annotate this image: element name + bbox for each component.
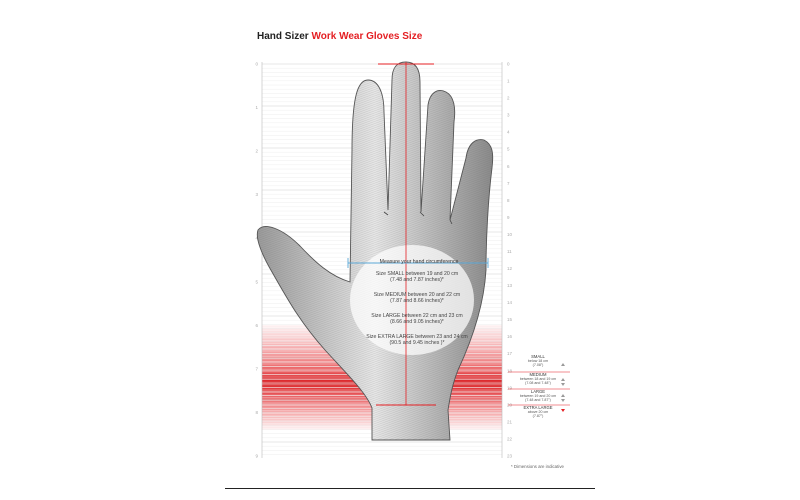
left-tick-label: 6	[255, 323, 258, 328]
right-tick-label: 18	[507, 368, 513, 373]
left-tick-label: 5	[255, 279, 258, 284]
bottom-rule	[225, 488, 595, 489]
instruction-heading: Measure your hand circumference	[379, 259, 459, 265]
right-tick-label: 9	[507, 215, 510, 220]
right-tick-label: 13	[507, 283, 513, 288]
right-tick-label: 5	[507, 147, 510, 152]
right-tick-label: 0	[507, 62, 510, 67]
right-tick-label: 4	[507, 130, 510, 135]
right-tick-label: 15	[507, 317, 513, 322]
arrow-up-icon	[561, 363, 565, 366]
page-title: Hand Sizer Work Wear Gloves Size	[257, 31, 422, 42]
instruction-medium: Size MEDIUM between 20 and 22 cm (7.87 a…	[342, 292, 492, 304]
title-prefix: Hand Sizer	[257, 31, 309, 42]
footnote: * Dimensions are indicative	[511, 464, 564, 469]
right-tick-label: 1	[507, 79, 510, 84]
right-tick-label: 23	[507, 454, 513, 459]
left-tick-label: 7	[255, 366, 258, 371]
right-tick-label: 16	[507, 334, 513, 339]
legend-xlarge-size: EXTRA LARGE	[523, 405, 553, 410]
right-tick-label: 3	[507, 113, 510, 118]
left-tick-label: 2	[255, 149, 258, 154]
legend-small-inches: (7.08")	[532, 363, 544, 368]
legend-arrows	[561, 363, 565, 412]
right-tick-label: 22	[507, 436, 513, 441]
right-tick-label: 19	[507, 385, 513, 390]
left-tick-label: 3	[255, 192, 258, 197]
xlarge-cm: Size EXTRA LARGE between 23 and 24 cm	[366, 334, 468, 340]
right-tick-label: 12	[507, 266, 513, 271]
left-tick-label: 0	[255, 62, 258, 67]
right-tick-label: 10	[507, 232, 513, 237]
left-tick-label: 9	[255, 454, 258, 459]
medium-cm: Size MEDIUM between 20 and 22 cm	[373, 292, 461, 298]
right-tick-label: 8	[507, 198, 510, 203]
finger-creases	[383, 211, 453, 225]
instruction-large: Size LARGE between 22 cm and 23 cm (8.66…	[342, 313, 492, 325]
left-tick-label: 1	[255, 105, 258, 110]
legend-large-range: between 19 and 20 cm	[519, 394, 557, 399]
arrow-up-icon	[561, 378, 565, 381]
small-cm: Size SMALL between 19 and 20 cm	[375, 271, 459, 277]
arrow-down-icon	[561, 399, 565, 402]
legend-xlarge-range: above 20 cm	[527, 410, 549, 415]
left-tick-label: 8	[255, 410, 258, 415]
legend-small-range: below 18 cm	[527, 359, 549, 364]
arrow-down-icon	[561, 409, 565, 412]
legend-medium-inches: (7.08 and 7.48")	[525, 381, 551, 386]
right-tick-label: 6	[507, 164, 510, 169]
palm-highlight	[350, 245, 474, 355]
hand-illustration	[256, 61, 494, 441]
legend-large-size: LARGE	[530, 389, 546, 394]
right-tick-label: 11	[507, 249, 512, 254]
legend-small-size: SMALL	[531, 354, 545, 359]
right-tick-label: 21	[507, 419, 513, 424]
large-cm: Size LARGE between 22 cm and 23 cm	[371, 313, 463, 319]
legend-xlarge-inches: (7.87")	[532, 414, 544, 419]
right-tick-label: 7	[507, 181, 510, 186]
legend-xlarge: EXTRA LARGE above 20 cm (7.87")	[514, 405, 562, 419]
right-tick-label: 2	[507, 96, 510, 101]
arrow-up-icon	[561, 394, 565, 397]
right-tick-label: 17	[507, 351, 513, 356]
instruction-xlarge: Size EXTRA LARGE between 23 and 24 cm (9…	[342, 334, 492, 346]
small-inches: (7.48 and 7.87 inches)*	[390, 277, 444, 284]
instruction-small: Size SMALL between 19 and 20 cm (7.48 an…	[342, 271, 492, 283]
right-tick-label: 14	[507, 300, 513, 305]
legend-large-inches: (7.48 and 7.87")	[525, 398, 551, 403]
arrow-down-icon	[561, 383, 565, 386]
left-tick-label: 4	[255, 236, 258, 241]
medium-inches: (7.87 and 8.66 inches)*	[390, 298, 444, 305]
legend-large: LARGE between 19 and 20 cm (7.48 and 7.8…	[514, 389, 562, 403]
legend-medium: MEDIUM between 18 and 19 cm (7.08 and 7.…	[514, 372, 562, 386]
xlarge-inches: (90.5 and 9.45 inches )*	[389, 340, 445, 347]
title-highlight: Work Wear Gloves Size	[311, 31, 423, 42]
legend-small: SMALL below 18 cm (7.08")	[514, 354, 562, 368]
left-ruler-ticks: 0 1 2 3 4 5 6 7 8 9	[255, 62, 258, 459]
large-inches: (8.66 and 9.05 inches)*	[390, 319, 444, 326]
legend-medium-size: MEDIUM	[529, 372, 547, 377]
legend-medium-range: between 18 and 19 cm	[519, 377, 557, 382]
